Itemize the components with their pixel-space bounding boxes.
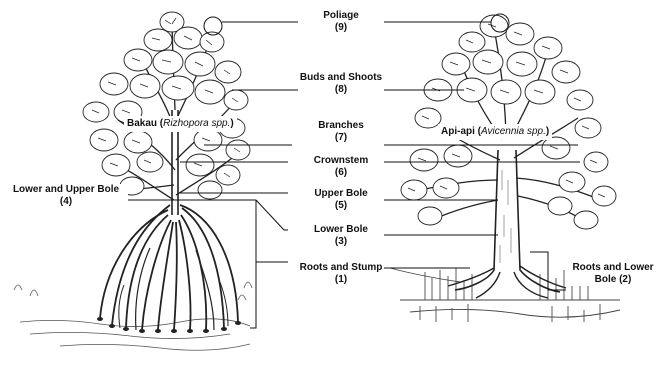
- label-lower-upper-bole: Lower and Upper Bole (4): [4, 184, 128, 208]
- label-foliage-num: (9): [298, 22, 384, 34]
- label-crownstem-num: (6): [298, 167, 384, 179]
- left-tree-genus: Rizhopora spp.: [163, 118, 230, 129]
- label-roots-stump-num: (1): [292, 274, 390, 286]
- left-foliage: [83, 12, 250, 199]
- label-buds-shoots: Buds and Shoots (8): [292, 72, 390, 96]
- label-buds-num: (8): [292, 84, 390, 96]
- label-lower-upper-bole-text: Lower and Upper Bole: [4, 184, 128, 196]
- label-upper-bole: Upper Bole (5): [298, 188, 384, 212]
- left-tree-close-paren: ): [230, 118, 233, 129]
- right-leaf-marks: [408, 24, 605, 197]
- label-upper-bole-num: (5): [298, 200, 384, 212]
- label-foliage-text: Poliage: [298, 10, 384, 22]
- label-lower-bole: Lower Bole (3): [298, 224, 384, 248]
- label-crownstem-text: Crownstem: [298, 155, 384, 167]
- right-foliage: [401, 15, 616, 229]
- left-water-lines: [14, 282, 252, 350]
- label-foliage: Poliage (9): [298, 10, 384, 34]
- left-tree: [14, 12, 252, 350]
- right-tree-genus: Avicennia spp.: [481, 126, 546, 137]
- label-branches-text: Branches: [298, 120, 384, 132]
- right-tree-name-tag: Api-api (Avicennia spp.): [438, 124, 552, 140]
- left-tree-name-tag: Bakau (Rizhopora spp.): [124, 116, 237, 132]
- right-trunk: [455, 150, 560, 292]
- label-roots-lower-bole-line2: Bole (2): [568, 274, 658, 286]
- label-lower-bole-num: (3): [298, 236, 384, 248]
- label-roots-lower-bole-line1: Roots and Lower: [568, 262, 658, 274]
- label-upper-bole-text: Upper Bole: [298, 188, 384, 200]
- label-roots-lower-bole: Roots and Lower Bole (2): [568, 262, 658, 286]
- label-buds-text: Buds and Shoots: [292, 72, 390, 84]
- label-crownstem: Crownstem (6): [298, 155, 384, 179]
- left-prop-roots: [100, 205, 238, 330]
- right-tree-name: Api-api: [441, 126, 475, 137]
- label-branches-num: (7): [298, 132, 384, 144]
- label-roots-stump-text: Roots and Stump: [292, 262, 390, 274]
- label-branches: Branches (7): [298, 120, 384, 144]
- right-bark-texture: [500, 170, 511, 263]
- left-tree-name: Bakau: [127, 118, 157, 129]
- label-lower-bole-text: Lower Bole: [298, 224, 384, 236]
- right-tree-close-paren: ): [546, 126, 549, 137]
- label-lower-upper-bole-num: (4): [4, 196, 128, 208]
- label-roots-stump: Roots and Stump (1): [292, 262, 390, 286]
